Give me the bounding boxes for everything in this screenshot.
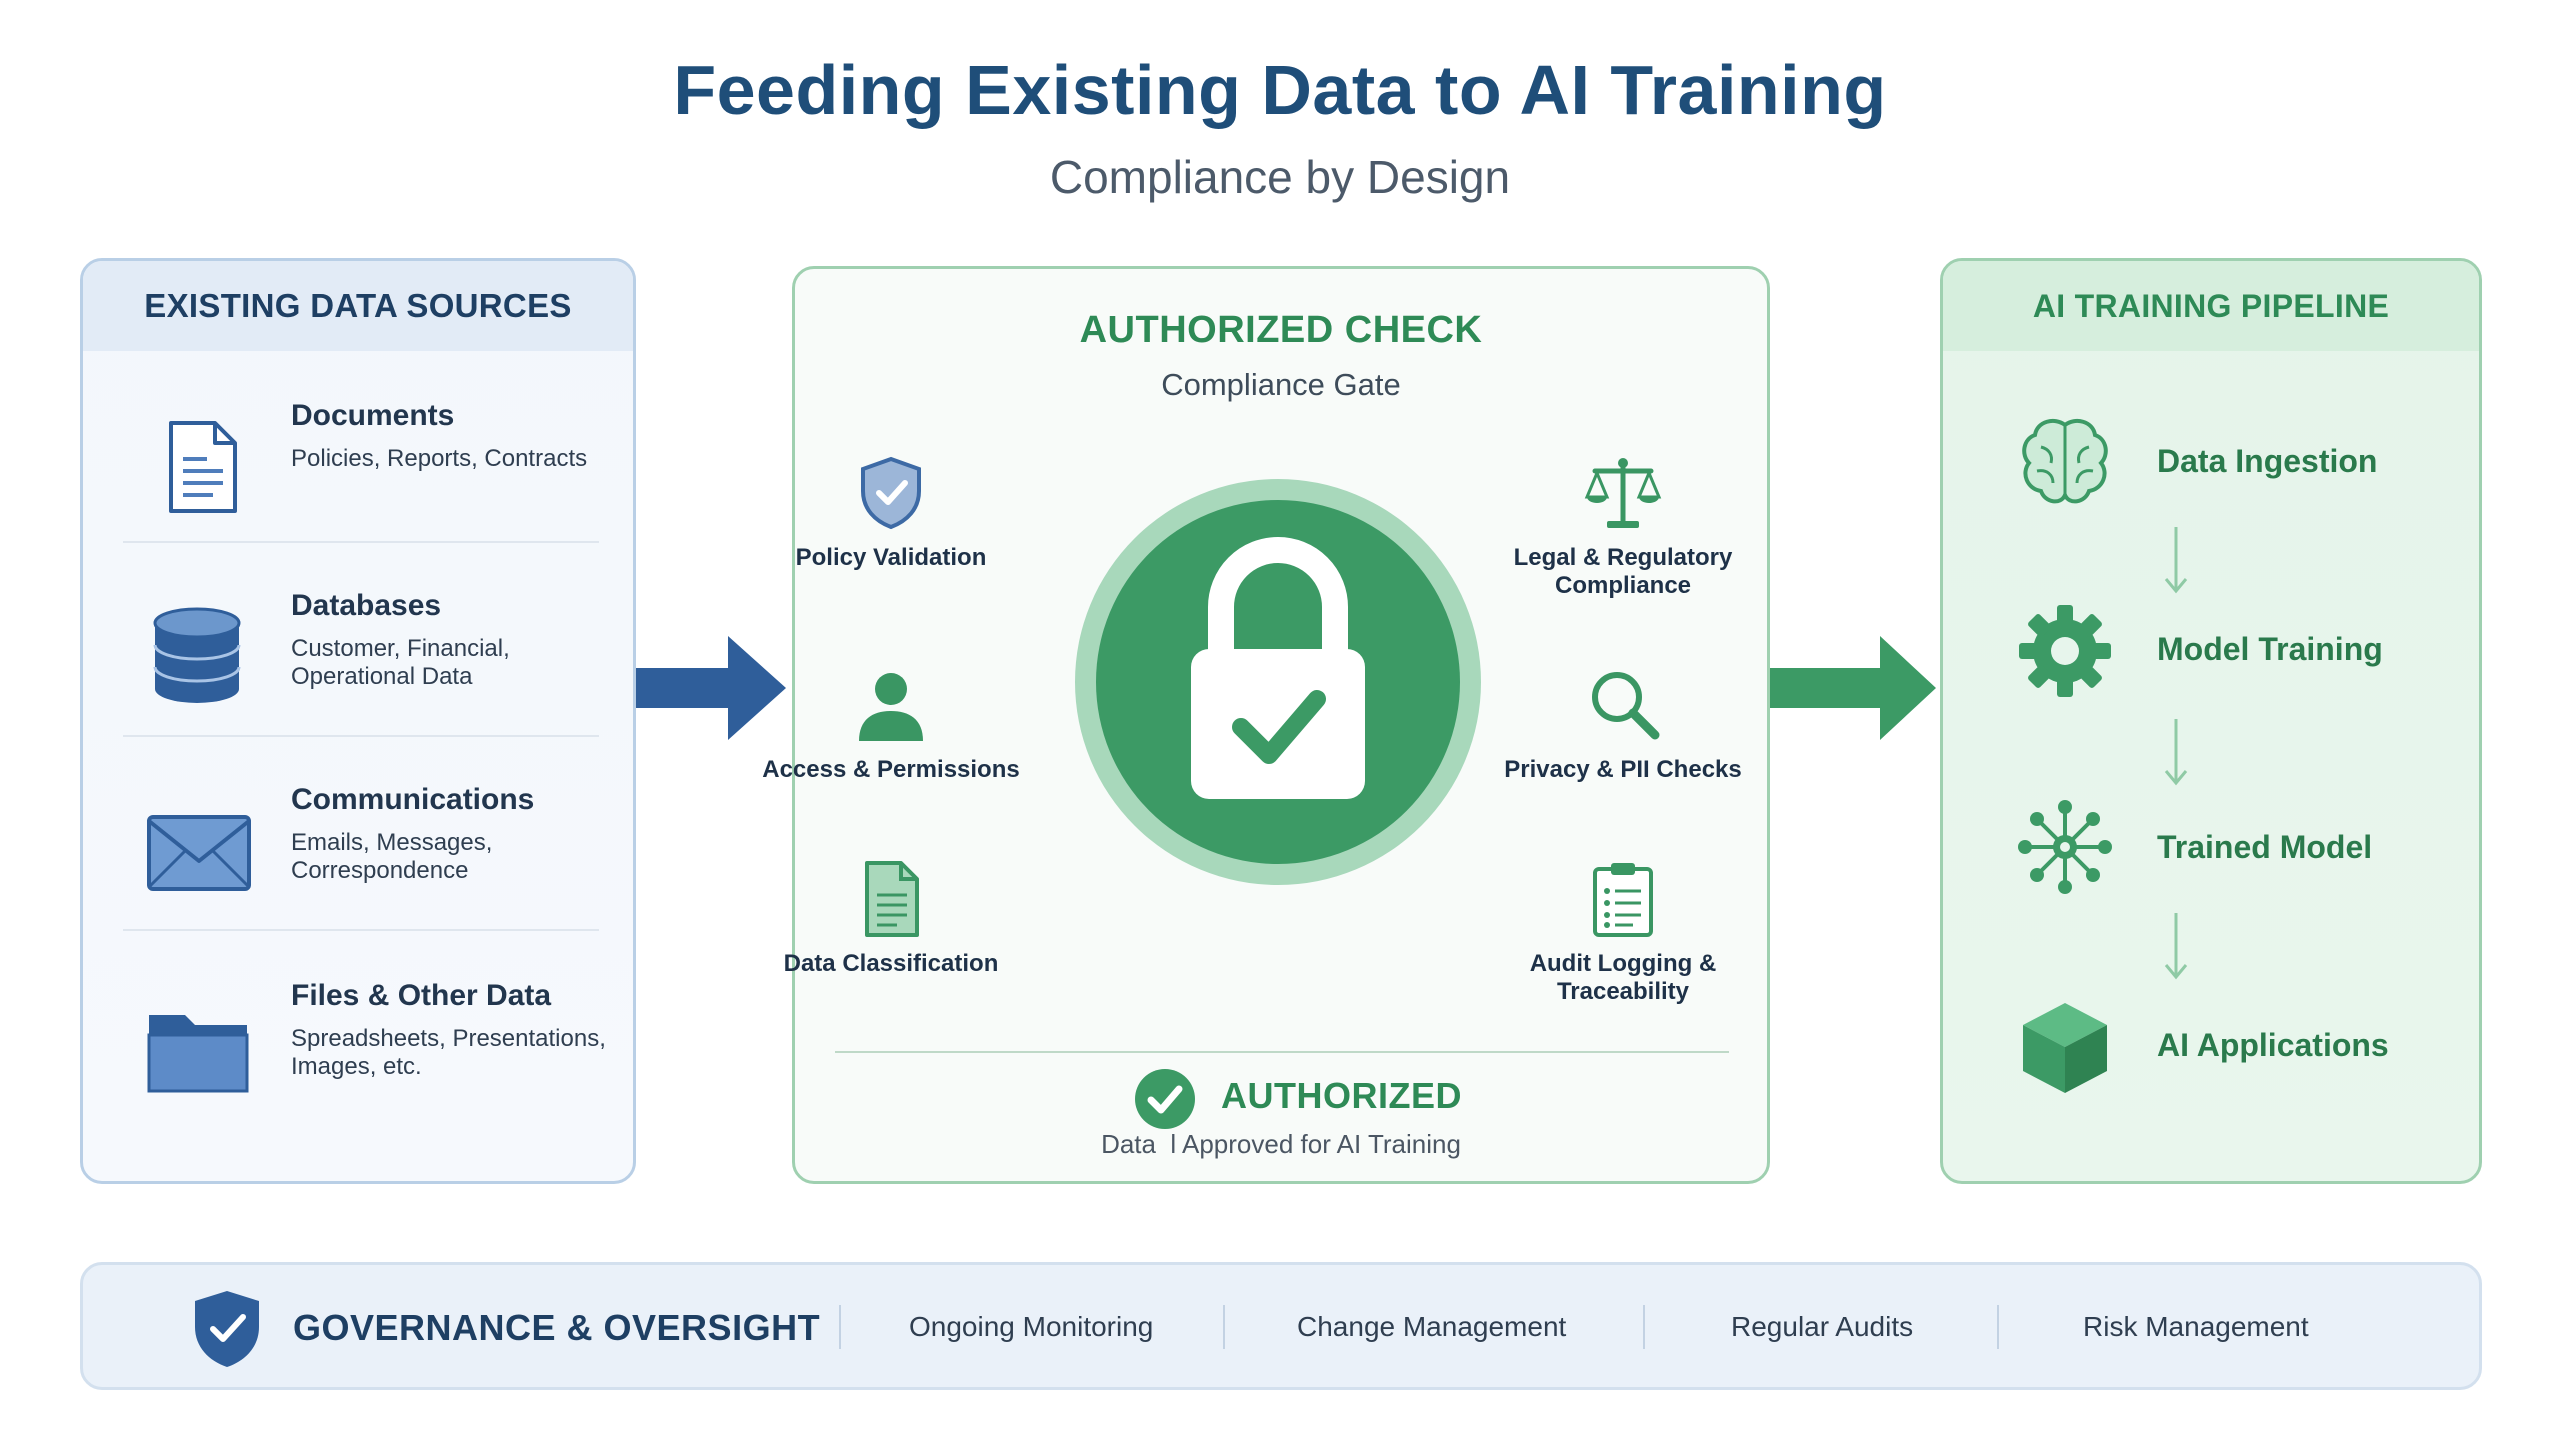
check-label: Audit Logging & Traceability	[1529, 950, 1717, 1005]
check-audit-logging: Audit Logging & Traceability	[1493, 859, 1753, 1006]
source-item-documents: Documents Policies, Reports, Contracts	[83, 399, 633, 589]
lock-check-icon	[1075, 479, 1481, 885]
arrow-down-icon	[2164, 719, 2188, 786]
pipeline-step-label: Data Ingestion	[2157, 443, 2378, 479]
authorized-check-title: AUTHORIZED CHECK	[1079, 309, 1483, 351]
source-title: Communications	[291, 783, 535, 816]
divider	[123, 929, 599, 931]
gear-icon	[2019, 605, 2111, 697]
governance-title: GOVERNANCE & OVERSIGHT	[293, 1307, 821, 1348]
envelope-icon	[147, 815, 251, 891]
separator	[1643, 1305, 1645, 1349]
ai-pipeline-panel: AI TRAINING PIPELINE Data Ingestion Mode…	[1940, 258, 2482, 1184]
source-desc: Emails, Messages, Correspondence	[291, 829, 493, 884]
governance-item: Change Management	[1297, 1311, 1567, 1342]
source-item-files: Files & Other Data Spreadsheets, Present…	[83, 979, 633, 1169]
magnifier-icon	[1592, 672, 1660, 740]
pipeline-step-label: AI Applications	[2157, 1027, 2389, 1063]
source-item-databases: Databases Customer, Financial, Operation…	[83, 589, 633, 779]
check-data-classification: Data Classification	[761, 859, 1021, 978]
source-title: Files & Other Data	[291, 979, 552, 1012]
separator	[1997, 1305, 1999, 1349]
check-access-permissions: Access & Permissions	[761, 665, 1021, 784]
flow-arrow-right-blue	[636, 636, 786, 740]
shield-check-icon	[195, 1291, 259, 1367]
data-sources-header: EXISTING DATA SOURCES	[83, 261, 633, 351]
governance-item: Ongoing Monitoring	[909, 1311, 1154, 1342]
compliance-gate-panel: AUTHORIZED CHECK Compliance Gate Policy …	[762, 266, 1770, 1184]
check-label: Legal & Regulatory Compliance	[1513, 544, 1733, 599]
database-icon	[153, 607, 241, 703]
file-icon	[865, 861, 919, 937]
governance-item: Risk Management	[2083, 1311, 2309, 1342]
compliance-gate-subtitle: Compliance Gate	[1161, 367, 1401, 402]
scales-icon	[1584, 458, 1662, 528]
ai-pipeline-header: AI TRAINING PIPELINE	[1943, 261, 2479, 351]
cube-icon	[2023, 1003, 2107, 1093]
data-sources-panel: EXISTING DATA SOURCES Documents Policies…	[80, 258, 636, 1184]
check-legal-regulatory: Legal & Regulatory Compliance	[1493, 453, 1753, 600]
check-policy-validation: Policy Validation	[761, 453, 1021, 572]
network-icon	[2018, 800, 2112, 894]
clipboard-icon	[1593, 863, 1653, 937]
folder-icon	[147, 1015, 249, 1093]
check-label: Privacy & PII Checks	[1504, 756, 1742, 783]
source-title: Databases	[291, 589, 442, 622]
pipeline-step-label: Trained Model	[2157, 829, 2373, 865]
check-circle-icon	[1135, 1069, 1195, 1129]
shield-check-icon	[861, 456, 921, 530]
separator	[839, 1305, 841, 1349]
check-label: Policy Validation	[795, 544, 987, 571]
authorized-status-label: AUTHORIZED	[1221, 1075, 1462, 1116]
authorized-status-desc: Data l Approved for AI Training	[1101, 1129, 1461, 1159]
governance-bar: GOVERNANCE & OVERSIGHT Ongoing Monitorin…	[80, 1262, 2482, 1390]
user-icon	[859, 673, 923, 741]
diagram-title: Feeding Existing Data to AI Training	[673, 51, 1887, 129]
source-title: Documents	[291, 399, 455, 432]
diagram-subtitle: Compliance by Design	[1049, 151, 1511, 203]
source-item-communications: Communications Emails, Messages, Corresp…	[83, 783, 633, 973]
document-icon	[169, 421, 237, 513]
check-label: Data Classification	[783, 950, 999, 977]
governance-item: Regular Audits	[1731, 1311, 1914, 1342]
divider	[123, 735, 599, 737]
arrow-down-icon	[2164, 913, 2188, 980]
source-desc: Spreadsheets, Presentations, Images, etc…	[291, 1025, 606, 1080]
divider	[835, 1051, 1729, 1053]
source-desc: Policies, Reports, Contracts	[291, 445, 588, 472]
divider	[123, 541, 599, 543]
separator	[1223, 1305, 1225, 1349]
check-privacy-pii: Privacy & PII Checks	[1493, 665, 1753, 784]
brain-icon	[2022, 418, 2108, 504]
check-label: Access & Permissions	[762, 756, 1020, 783]
pipeline-step-label: Model Training	[2157, 631, 2383, 667]
arrow-down-icon	[2164, 527, 2188, 594]
flow-arrow-right-green	[1770, 636, 1936, 740]
source-desc: Customer, Financial, Operational Data	[291, 635, 510, 690]
